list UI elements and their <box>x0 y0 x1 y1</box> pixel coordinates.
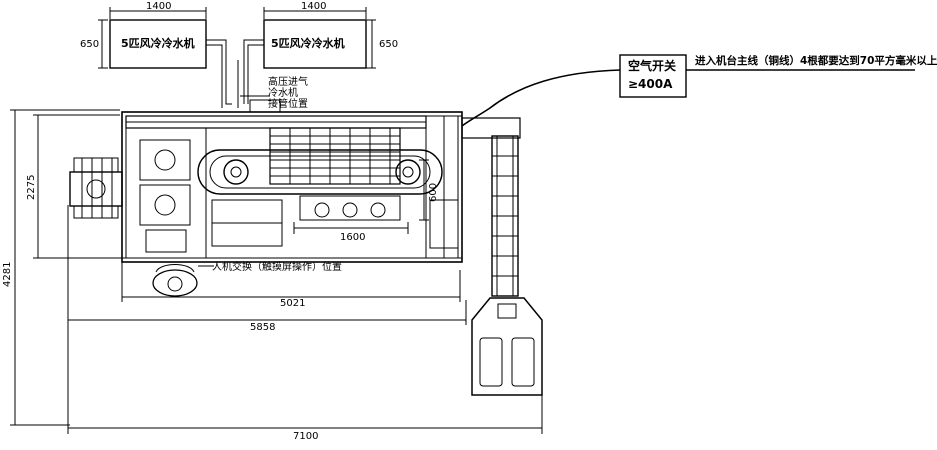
chiller-piping <box>206 39 270 108</box>
frame-height-dim: 2275 <box>26 174 37 200</box>
connection-note-1: 高压进气 <box>268 77 308 88</box>
chiller-left-label: 5匹风冷冷水机 <box>121 37 195 50</box>
layout-drawing: 1400 650 5匹风冷冷水机 1400 650 5匹风冷冷水机 空气开关 ≥… <box>2 1 937 442</box>
inner-width-dim: 1600 <box>340 232 366 243</box>
chiller-right-outline <box>263 7 376 69</box>
air-switch-box <box>461 54 915 127</box>
machine-layout-svg <box>10 7 915 434</box>
total-width-dim: 7100 <box>293 431 319 442</box>
connection-note-2: 冷水机 <box>268 88 298 99</box>
chiller-right-label: 5匹风冷冷水机 <box>271 37 345 50</box>
connection-note-3: 接管位置 <box>268 99 308 110</box>
main-machine <box>121 99 463 263</box>
machine-width-dim: 5021 <box>280 298 306 309</box>
air-switch-rating: ≥400A <box>628 77 673 91</box>
right-conveyor <box>461 117 543 396</box>
air-switch-label: 空气开关 <box>628 59 677 73</box>
left-feeder <box>69 157 123 219</box>
power-cable-note: 进入机台主线（铜线）4根都要达到70平方毫米以上 <box>695 55 937 67</box>
overall-height-dim: 4281 <box>2 261 13 287</box>
dimension-lines <box>10 109 543 434</box>
chiller-left-width-label: 1400 <box>146 1 172 12</box>
hmi-position-note: 人机交换（触摸屏操作）位置 <box>212 262 342 273</box>
chiller-left-outline <box>98 7 207 69</box>
base-width-dim: 5858 <box>250 322 276 333</box>
chiller-left-height-label: 650 <box>80 39 100 50</box>
chiller-right-height-label: 650 <box>379 39 399 50</box>
chiller-right-width-label: 1400 <box>301 1 327 12</box>
operator-figure <box>152 264 214 297</box>
conveyor-height-dim: 600 <box>428 182 439 202</box>
